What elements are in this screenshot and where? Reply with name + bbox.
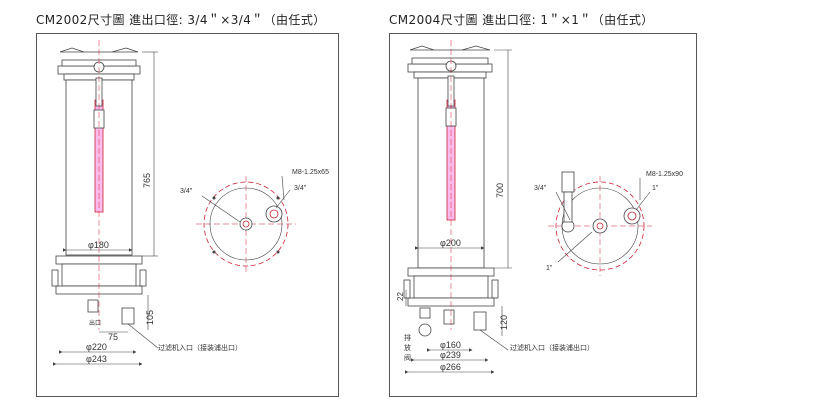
left-top-port-right: 3/4" bbox=[294, 185, 307, 192]
right-d1-label: φ160 bbox=[440, 340, 461, 350]
right-port-leader-1 bbox=[555, 191, 571, 221]
left-inlet-label: 过滤机入口（接装浦出口） bbox=[158, 343, 242, 352]
left-inlet-leader bbox=[127, 323, 159, 349]
left-top-port-left: 3/4" bbox=[180, 188, 193, 195]
right-top-port-left: 3/4" bbox=[534, 185, 547, 192]
left-offset-label: 75 bbox=[108, 332, 118, 342]
left-port-leader-1 bbox=[201, 195, 241, 223]
right-inlet-label: 过滤机入口（接装浦出口） bbox=[510, 343, 594, 352]
right-top-view bbox=[548, 171, 652, 276]
right-port-leader-2 bbox=[635, 191, 651, 211]
right-bolt-label: M8-1.25x90 bbox=[646, 171, 683, 178]
left-port-leader-2 bbox=[275, 189, 291, 209]
left-title: CM2002尺寸圖 進出口徑: 3/4＂×3/4＂（由任式） bbox=[36, 13, 326, 27]
right-body-dia-label: φ200 bbox=[440, 238, 461, 248]
right-d2-label: φ239 bbox=[440, 350, 461, 360]
left-outlet-label: 出口 bbox=[89, 319, 101, 327]
left-height-dim bbox=[142, 51, 158, 257]
right-d3-label: φ266 bbox=[440, 362, 461, 372]
right-bottom-port-leader bbox=[557, 231, 593, 263]
left-base-label: 105 bbox=[145, 310, 155, 325]
right-drain-char-1: 排 bbox=[404, 333, 411, 342]
right-height-dim bbox=[494, 49, 512, 269]
right-bottom-port: 1" bbox=[546, 265, 553, 272]
left-top-view bbox=[196, 176, 296, 272]
left-body-dia-label: φ180 bbox=[88, 240, 109, 250]
left-bolt-label: M8-1.25x65 bbox=[292, 169, 329, 176]
right-drain-h-label: 22 bbox=[396, 292, 405, 301]
right-inlet-leader bbox=[479, 329, 509, 351]
left-bolt-leader bbox=[281, 175, 285, 201]
left-height-label: 765 bbox=[142, 173, 152, 188]
left-d2-label: φ243 bbox=[86, 354, 107, 364]
right-height-label: 700 bbox=[495, 183, 505, 198]
right-title: CM2004尺寸圖 進出口徑: 1＂×1＂（由任式） bbox=[389, 13, 654, 27]
right-drain-char-3: 阀 bbox=[404, 353, 411, 362]
right-drain-char-2: 放 bbox=[404, 343, 411, 352]
right-base-label: 120 bbox=[499, 315, 509, 330]
left-d1-label: φ220 bbox=[86, 342, 107, 352]
right-top-port-right: 1" bbox=[652, 185, 659, 192]
